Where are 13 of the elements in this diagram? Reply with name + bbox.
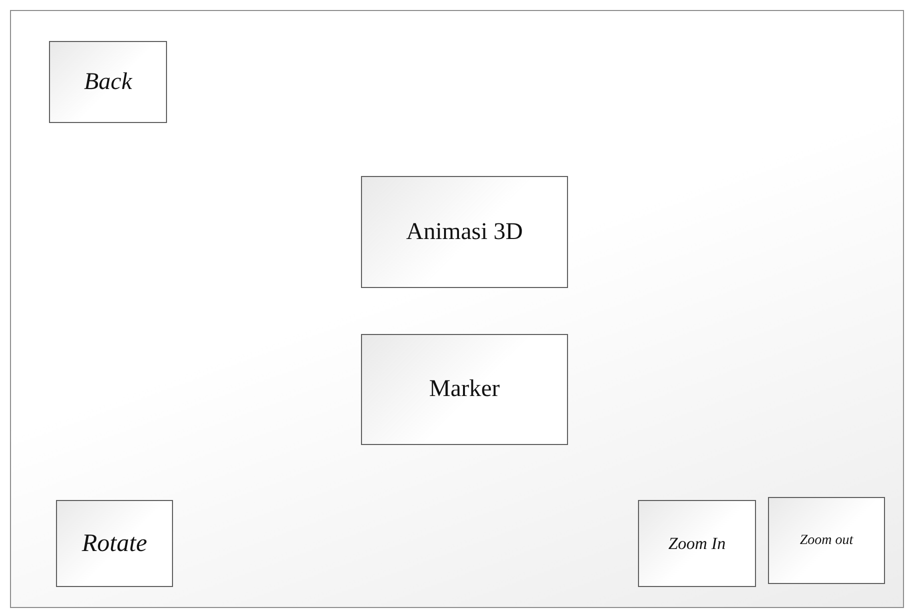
box-label: Back bbox=[83, 68, 134, 96]
wireframe-box bbox=[638, 500, 756, 587]
box-label: Zoom In bbox=[667, 532, 727, 554]
wireframe-box bbox=[49, 41, 167, 123]
box-label: Marker bbox=[428, 375, 501, 404]
wireframe-box bbox=[768, 497, 885, 584]
wireframe-box bbox=[361, 334, 568, 445]
box-label: Rotate bbox=[80, 528, 148, 558]
wireframe-box bbox=[56, 500, 173, 587]
box-label: Animasi 3D bbox=[405, 218, 524, 246]
box-label: Zoom out bbox=[798, 532, 854, 550]
screen-frame bbox=[10, 10, 904, 608]
wireframe-box bbox=[361, 176, 568, 288]
